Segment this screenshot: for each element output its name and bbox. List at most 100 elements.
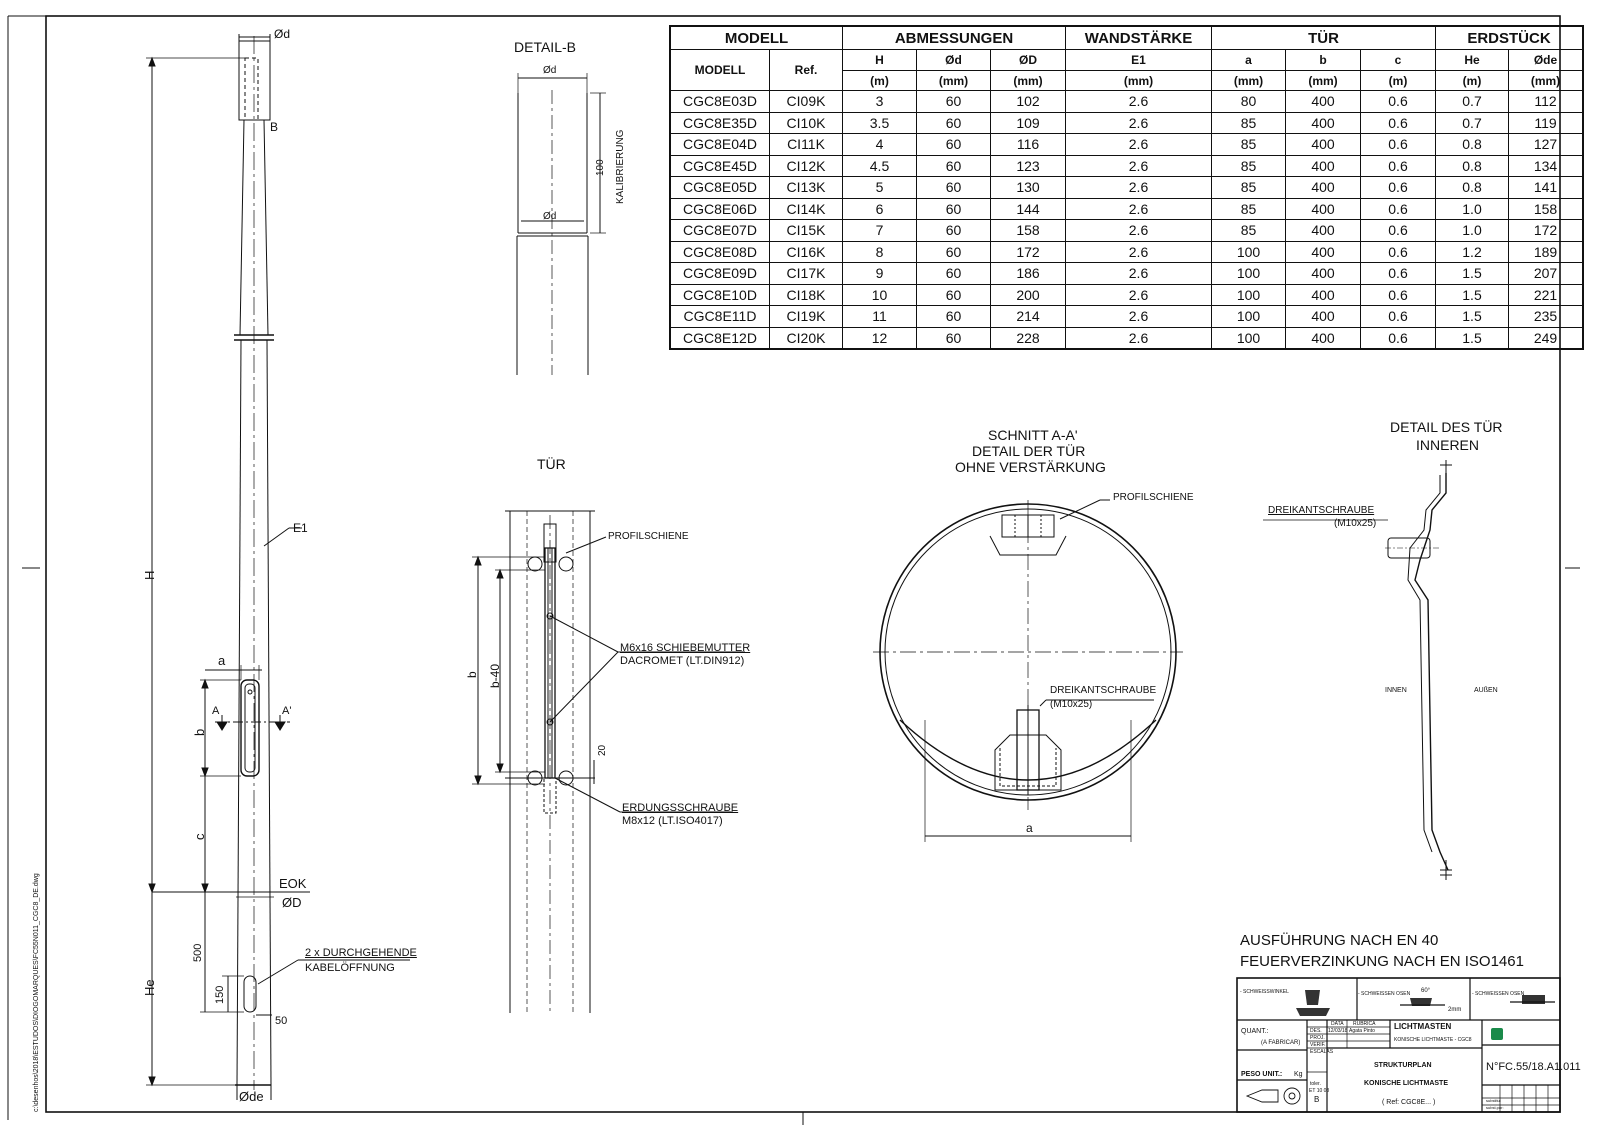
table-cell: 60 xyxy=(916,240,991,263)
section-a-dimension: a xyxy=(1026,821,1033,835)
subheader-a: a xyxy=(1211,49,1286,71)
header-modell: MODELL xyxy=(669,25,843,50)
section-profile-rail-label: PROFILSCHIENE xyxy=(1113,492,1194,503)
table-cell: 85 xyxy=(1211,111,1286,134)
table-cell: 60 xyxy=(916,305,991,328)
embedment-depth-label: He xyxy=(142,979,157,996)
door-inner-title-2: INNEREN xyxy=(1416,437,1480,453)
table-cell: 1.5 xyxy=(1435,305,1509,328)
table-cell: 400 xyxy=(1285,133,1361,156)
section-title-3: OHNE VERSTÄRKUNG xyxy=(955,459,1106,475)
table-cell: 400 xyxy=(1285,219,1361,242)
table-cell: 1.5 xyxy=(1435,326,1509,350)
weld-angle: 60° xyxy=(1421,988,1431,994)
quantity-label: QUANT.: xyxy=(1241,1028,1269,1035)
table-cell: CGC8E45D xyxy=(669,154,770,177)
section-title-2: DETAIL DER TÜR xyxy=(972,443,1086,459)
table-cell: 249 xyxy=(1508,326,1584,350)
table-cell: 60 xyxy=(916,219,991,242)
table-cell: 3 xyxy=(842,90,917,113)
unit-d-small: (mm) xyxy=(916,70,991,91)
table-cell: 2.6 xyxy=(1065,90,1212,113)
table-cell: 1.5 xyxy=(1435,283,1509,306)
table-cell: 85 xyxy=(1211,133,1286,156)
table-cell: CI19K xyxy=(769,305,843,328)
table-cell: 3.5 xyxy=(842,111,917,134)
table-cell: 214 xyxy=(990,305,1066,328)
table-cell: 235 xyxy=(1508,305,1584,328)
table-cell: 60 xyxy=(916,262,991,285)
table-cell: CI12K xyxy=(769,154,843,177)
table-cell: 2.6 xyxy=(1065,240,1212,263)
specification-table: MODELL ABMESSUNGEN WANDSTÄRKE TÜR ERDSTÜ… xyxy=(669,25,1584,350)
drawing-date: 12/03/18 xyxy=(1328,1028,1348,1034)
title-block-lines xyxy=(1236,977,1561,1113)
inside-label: INNEN xyxy=(1385,687,1407,694)
to-fabricate-label: (A FABRICAR) xyxy=(1261,1040,1301,1046)
table-cell: 85 xyxy=(1211,219,1286,242)
author-name: Agata Pinto xyxy=(1349,1028,1375,1034)
table-cell: 2.6 xyxy=(1065,133,1212,156)
table-cell: CI11K xyxy=(769,133,843,156)
door-dimension-20: 20 xyxy=(597,744,608,756)
table-cell: 172 xyxy=(1508,219,1584,242)
table-cell: 60 xyxy=(916,133,991,156)
table-cell: CI20K xyxy=(769,326,843,350)
weld-size: 2mm xyxy=(1448,1007,1462,1013)
table-cell: 100 xyxy=(1211,240,1286,263)
scales-label: ESCALAS xyxy=(1310,1049,1334,1055)
door-width-label: a xyxy=(218,653,226,668)
subheader-h: H xyxy=(842,49,917,71)
table-cell: 5 xyxy=(842,176,917,199)
table-cell: 400 xyxy=(1285,197,1361,220)
table-cell: 112 xyxy=(1508,90,1584,113)
table-cell: 100 xyxy=(1211,326,1286,350)
cable-opening-label-1: 2 x DURCHGEHENDE xyxy=(305,947,417,959)
unit-b: (mm) xyxy=(1285,70,1361,91)
section-title-1: SCHNITT A-A' xyxy=(988,427,1078,443)
table-cell: 2.6 xyxy=(1065,111,1212,134)
table-cell: 0.8 xyxy=(1435,154,1509,177)
door-inner-drawing xyxy=(1263,460,1452,880)
table-cell: 116 xyxy=(990,133,1066,156)
table-cell: 0.6 xyxy=(1360,283,1436,306)
table-cell: CGC8E11D xyxy=(669,305,770,328)
unit-a: (mm) xyxy=(1211,70,1286,91)
table-cell: 0.6 xyxy=(1360,176,1436,199)
unit-de: (mm) xyxy=(1508,70,1584,91)
table-cell: 400 xyxy=(1285,262,1361,285)
door-offset-label: c xyxy=(192,833,207,841)
table-cell: 85 xyxy=(1211,197,1286,220)
table-cell: 189 xyxy=(1508,240,1584,263)
earthing-screw-label-2: M8x12 (LT.ISO4017) xyxy=(622,815,723,827)
table-cell: 400 xyxy=(1285,326,1361,350)
table-cell: CGC8E35D xyxy=(669,111,770,134)
door-title: TÜR xyxy=(537,456,566,472)
table-cell: 0.6 xyxy=(1360,111,1436,134)
table-cell: CI16K xyxy=(769,240,843,263)
table-cell: 186 xyxy=(990,262,1066,285)
section-screw-label-2: (M10x25) xyxy=(1050,699,1093,710)
table-cell: CI18K xyxy=(769,283,843,306)
replaces-label: substitui xyxy=(1486,1098,1501,1103)
table-cell: 200 xyxy=(990,283,1066,306)
signature-header: RUBRICA xyxy=(1353,1021,1376,1027)
standard-note-1: AUSFÜHRUNG NACH EN 40 xyxy=(1240,932,1439,949)
drawing-number: N°FC.55/18.A1.011 xyxy=(1486,1061,1581,1073)
table-cell: 0.6 xyxy=(1360,133,1436,156)
table-cell: 6 xyxy=(842,197,917,220)
product-subtitle: KONISCHE LICHTMASTE - CGC8 xyxy=(1394,1037,1472,1043)
subheader-e1: E1 xyxy=(1065,49,1212,71)
door-b-label: b xyxy=(465,671,479,678)
door-inner-title-1: DETAIL DES TÜR xyxy=(1390,419,1503,435)
table-cell: CGC8E07D xyxy=(669,219,770,242)
table-cell: 141 xyxy=(1508,176,1584,199)
